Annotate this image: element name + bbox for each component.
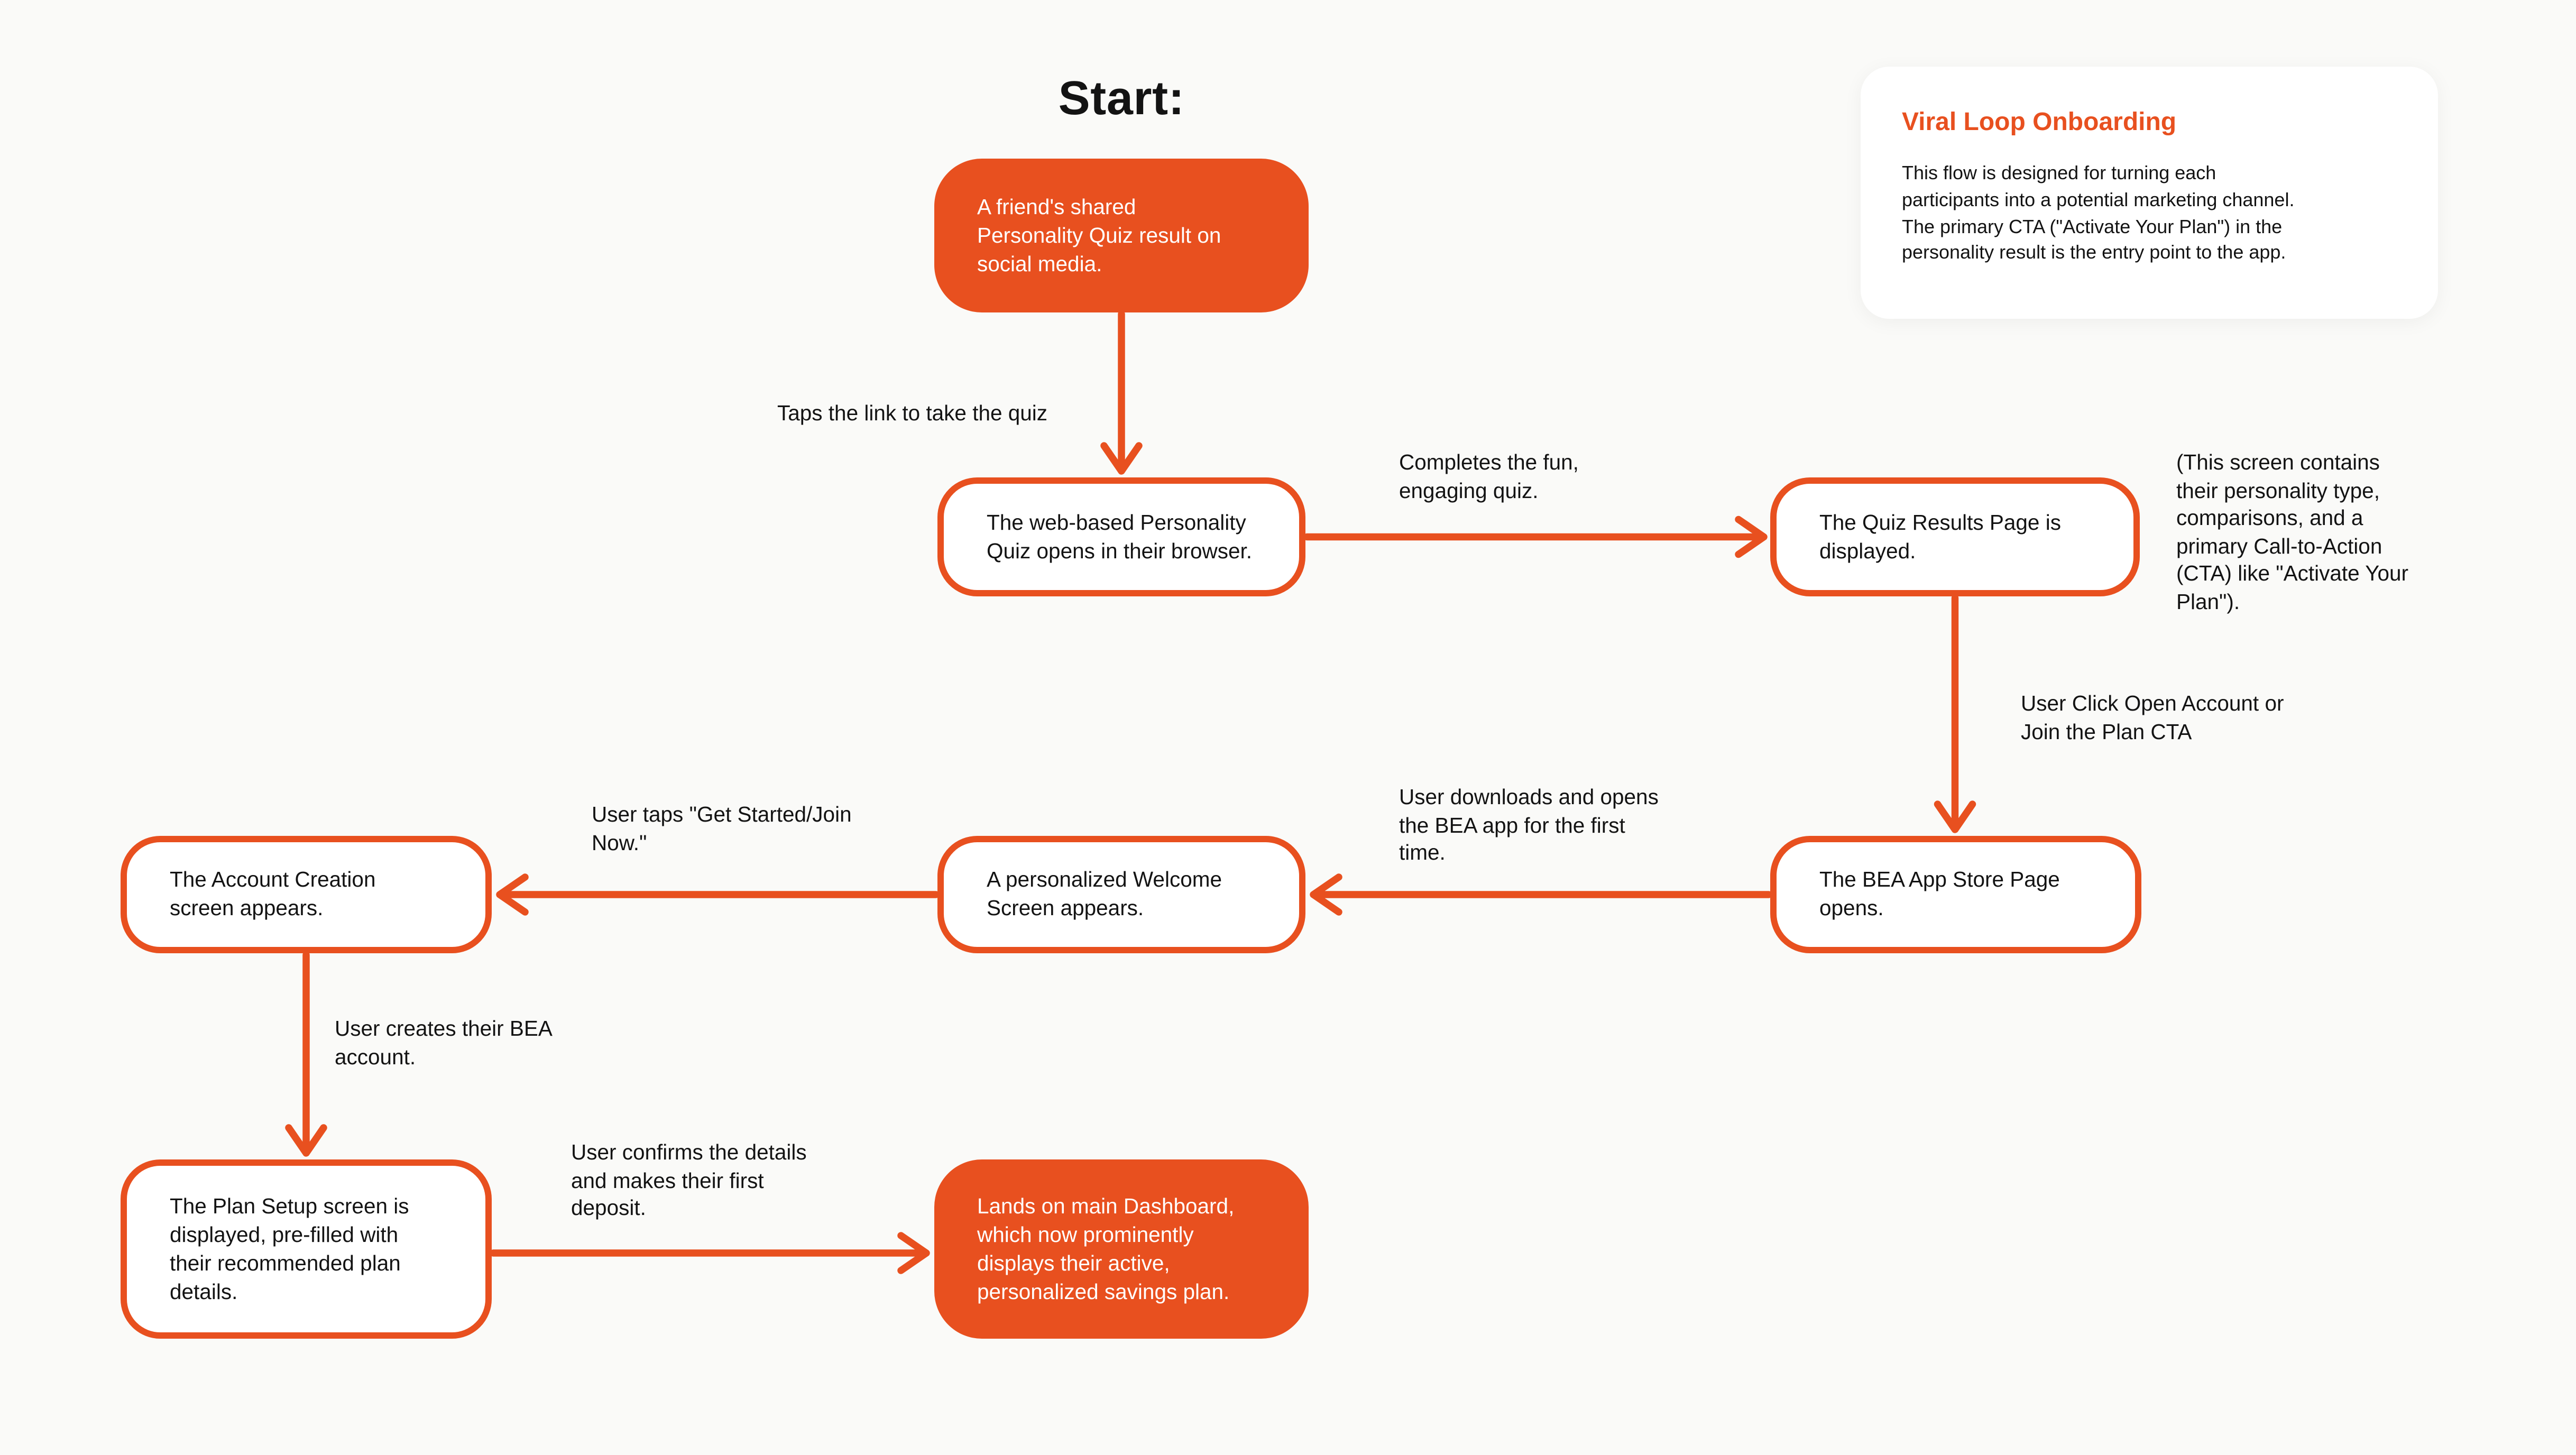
note-results-screen: (This screen contains their personality … — [2176, 450, 2409, 613]
node-welcome-screen: A personalized Welcome Screen appears. — [937, 836, 1305, 953]
arrow-welcome-to-account-creation — [496, 873, 940, 916]
legend-card: Viral Loop Onboarding This flow is desig… — [1861, 67, 2438, 319]
arrow-account-creation-to-plan-setup — [285, 951, 327, 1157]
node-app-store: The BEA App Store Page opens. — [1770, 836, 2141, 953]
node-dashboard: Lands on main Dashboard, which now promi… — [934, 1159, 1309, 1339]
edge-label-taps-get-started: User taps "Get Started/Join Now." — [592, 803, 852, 854]
edge-label-taps-link: Taps the link to take the quiz — [777, 401, 1048, 425]
arrow-shared-quiz-to-web-quiz — [1100, 310, 1143, 475]
edge-label-click-open-account: User Click Open Account or Join the Plan… — [2021, 692, 2284, 743]
edge-label-creates-account: User creates their BEA account. — [335, 1017, 553, 1069]
edge-label-confirms-deposit: User confirms the details and makes thei… — [571, 1140, 807, 1220]
node-shared-quiz: A friend's shared Personality Quiz resul… — [934, 159, 1309, 312]
node-account-creation: The Account Creation screen appears. — [121, 836, 492, 953]
arrow-quiz-results-to-app-store — [1934, 594, 1976, 833]
arrow-plan-setup-to-dashboard — [490, 1232, 930, 1274]
legend-body: This flow is designed for turning each p… — [1902, 162, 2295, 264]
edge-label-downloads-app: User downloads and opens the BEA app for… — [1399, 785, 1659, 864]
arrow-app-store-to-welcome — [1310, 873, 1772, 916]
edge-label-completes-quiz: Completes the fun, engaging quiz. — [1399, 450, 1579, 502]
legend-title: Viral Loop Onboarding — [1902, 109, 2177, 136]
arrow-web-quiz-to-quiz-results — [1303, 515, 1768, 558]
node-plan-setup: The Plan Setup screen is displayed, pre-… — [121, 1159, 492, 1339]
node-quiz-results: The Quiz Results Page is displayed. — [1770, 477, 2140, 596]
node-web-quiz: The web-based Personality Quiz opens in … — [937, 477, 1305, 596]
start-heading: Start: — [1058, 73, 1185, 125]
